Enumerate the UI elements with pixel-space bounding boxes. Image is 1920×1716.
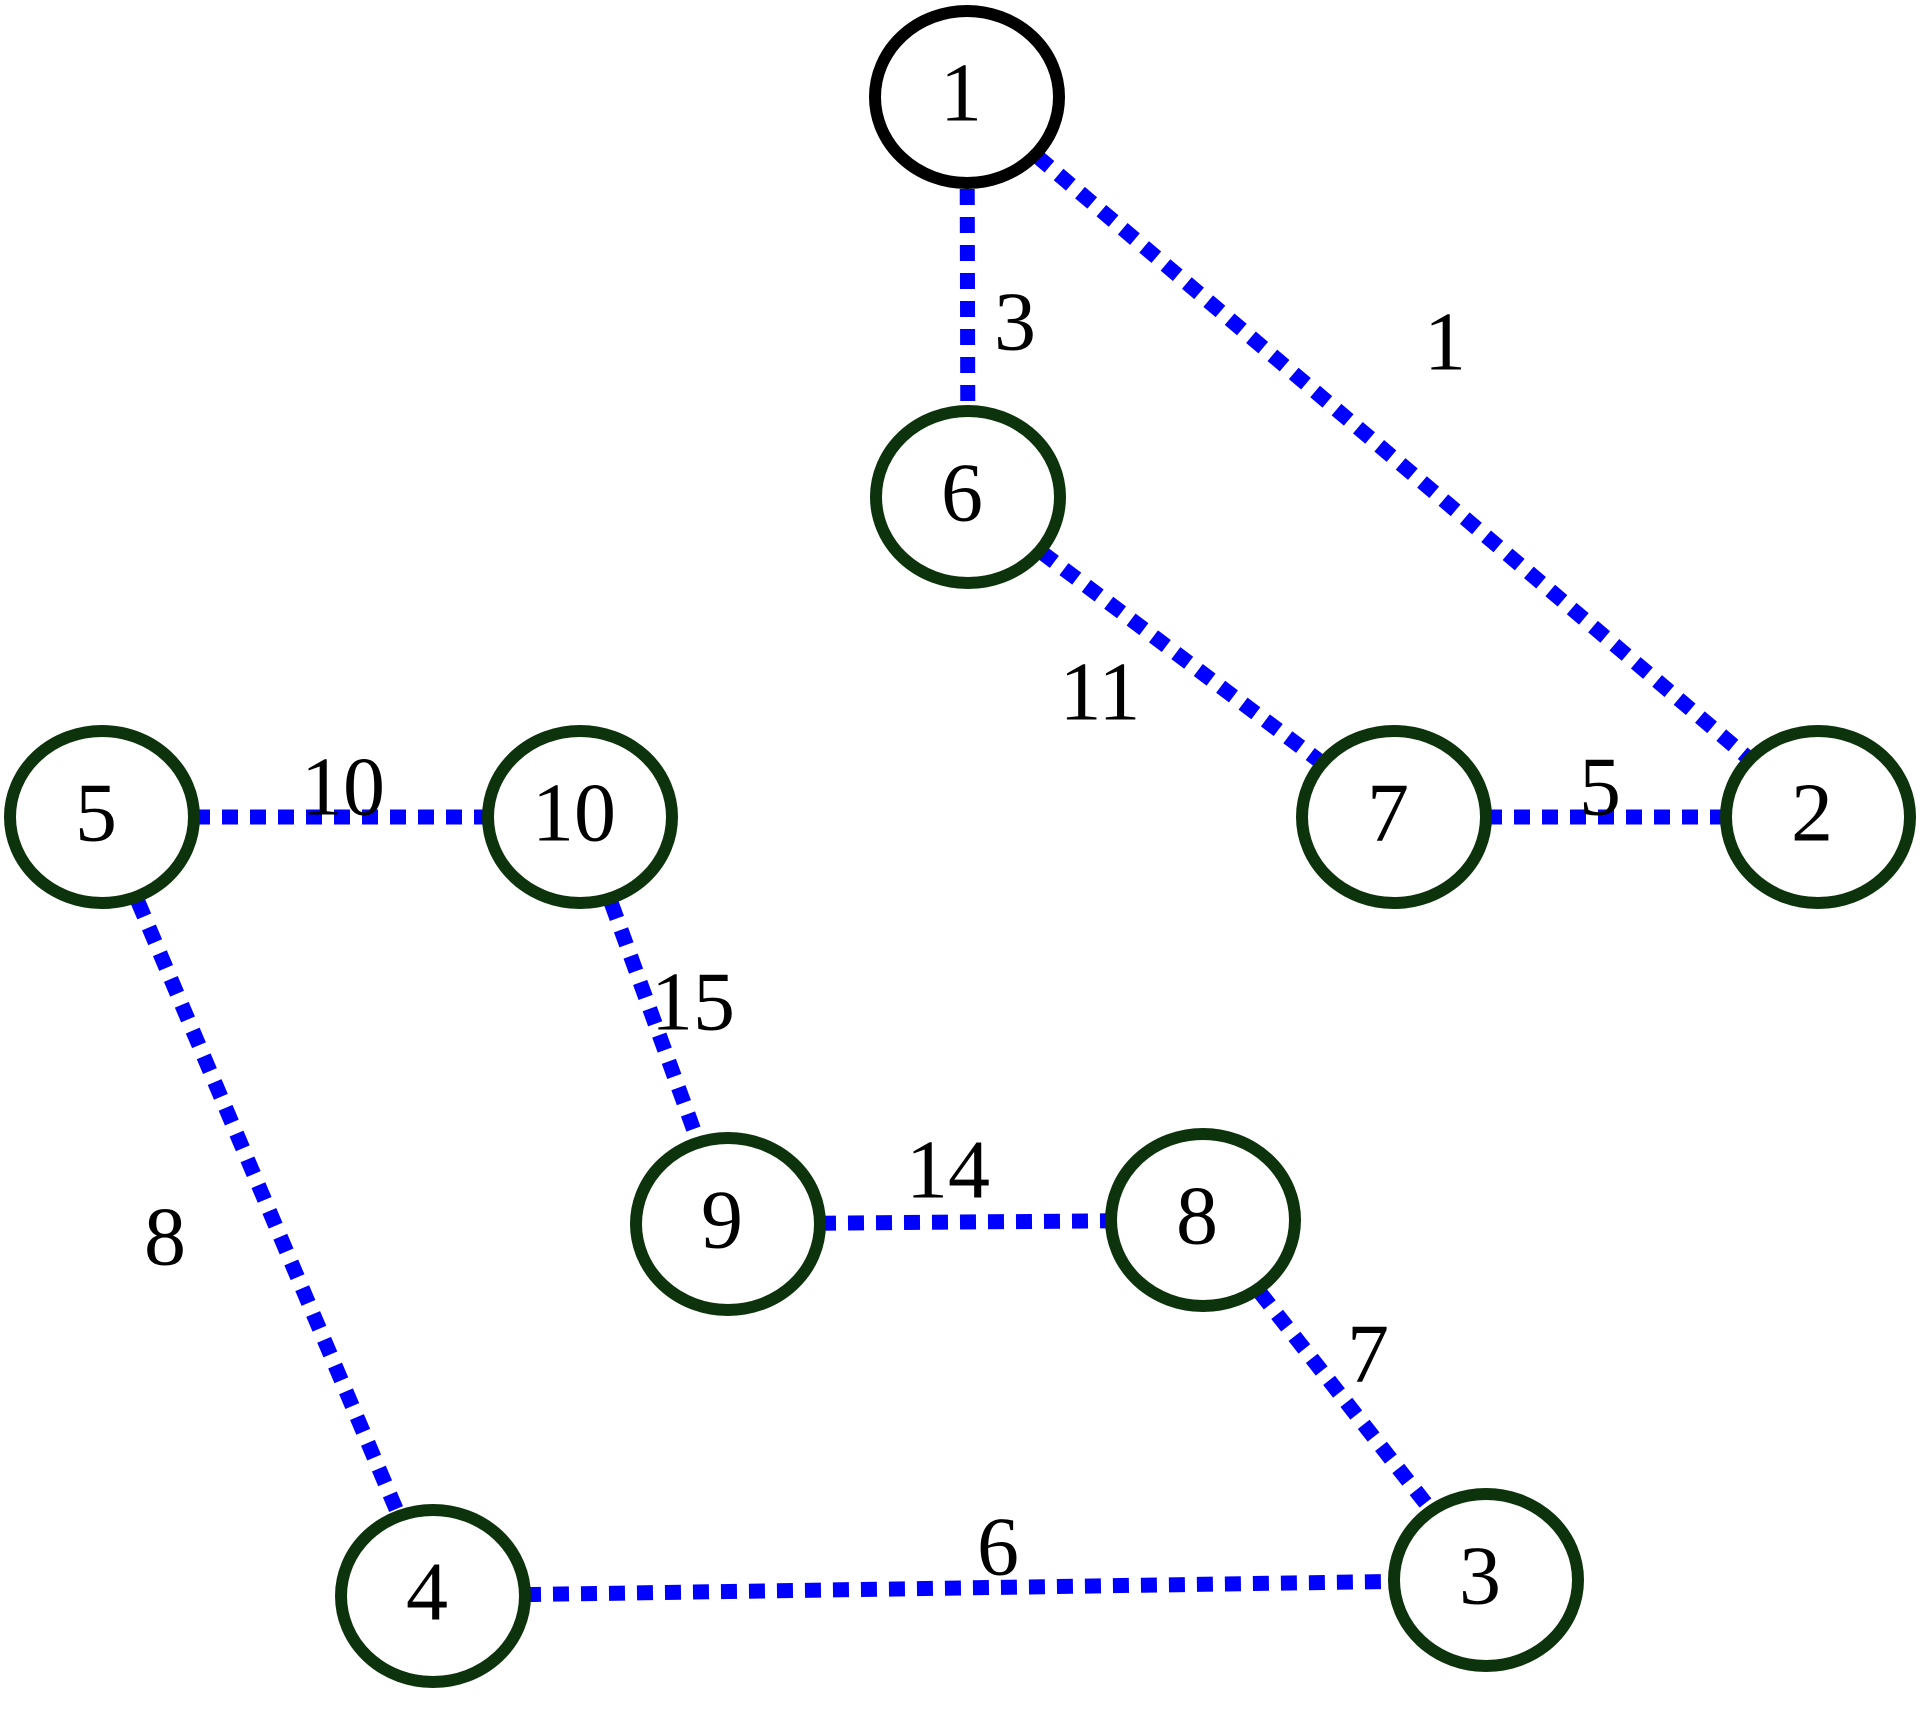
node-9: 9 bbox=[630, 1132, 826, 1316]
node-circle bbox=[1388, 1488, 1584, 1672]
edge-10-9 bbox=[604, 900, 704, 1141]
node-6: 6 bbox=[870, 405, 1066, 589]
node-circle bbox=[1296, 725, 1492, 909]
start-node-circle bbox=[869, 5, 1065, 189]
node-8: 8 bbox=[1105, 1128, 1301, 1312]
node-3: 3 bbox=[1388, 1488, 1584, 1672]
node-label: 10 bbox=[532, 766, 616, 859]
node-label: 5 bbox=[75, 766, 117, 859]
node-circle bbox=[630, 1132, 826, 1316]
edge-weight-label: 10 bbox=[301, 740, 385, 833]
node-label: 7 bbox=[1367, 766, 1409, 859]
edge-9-8 bbox=[819, 1213, 1112, 1231]
node-5: 5 bbox=[4, 725, 200, 909]
node-2: 2 bbox=[1720, 725, 1916, 909]
node-10: 10 bbox=[482, 725, 678, 909]
nodes-layer: 1 6 7 2 5 10 9 8 4 3 bbox=[4, 5, 1916, 1688]
node-circle bbox=[335, 1504, 531, 1688]
edge-6-7 bbox=[1037, 546, 1325, 768]
edge-8-3 bbox=[1253, 1287, 1436, 1513]
node-label: 4 bbox=[406, 1545, 448, 1638]
node-1: 1 bbox=[869, 5, 1065, 189]
node-7: 7 bbox=[1296, 725, 1492, 909]
node-circle bbox=[1105, 1128, 1301, 1312]
edge-4-3 bbox=[524, 1573, 1395, 1603]
edge-weight-label: 8 bbox=[144, 1190, 186, 1283]
edge-1-2 bbox=[1032, 150, 1753, 764]
edges-layer bbox=[131, 150, 1753, 1603]
node-circle bbox=[870, 405, 1066, 589]
node-circle bbox=[4, 725, 200, 909]
edge-weight-label: 14 bbox=[906, 1123, 990, 1216]
edge-weight-label: 15 bbox=[651, 955, 735, 1048]
node-circle bbox=[1720, 725, 1916, 909]
node-label: 2 bbox=[1791, 766, 1833, 859]
node-4: 4 bbox=[335, 1504, 531, 1688]
edge-weight-label: 6 bbox=[977, 1500, 1019, 1593]
node-label: 6 bbox=[941, 446, 983, 539]
node-circle bbox=[482, 725, 678, 909]
edge-weight-label: 1 bbox=[1424, 295, 1466, 388]
edge-weight-label: 11 bbox=[1060, 645, 1141, 738]
node-label: 8 bbox=[1176, 1169, 1218, 1262]
edge-weight-label: 5 bbox=[1579, 740, 1621, 833]
node-label: 1 bbox=[940, 46, 982, 139]
edge-weight-label: 3 bbox=[994, 275, 1036, 368]
node-label: 9 bbox=[701, 1173, 743, 1266]
edge-1-6 bbox=[959, 188, 976, 406]
node-label: 3 bbox=[1459, 1529, 1501, 1622]
edge-weight-label: 7 bbox=[1347, 1307, 1389, 1400]
